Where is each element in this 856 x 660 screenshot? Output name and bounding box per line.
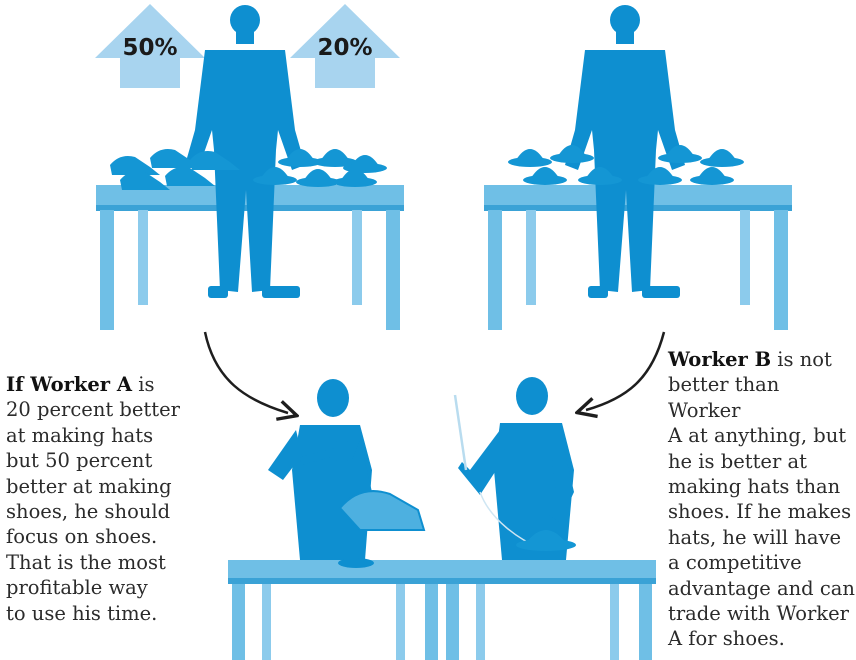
worker-a-figure bbox=[185, 5, 305, 298]
hat-icon bbox=[516, 530, 576, 551]
caption-line: A at anything, but bbox=[668, 424, 847, 448]
worker-a-figure bbox=[268, 379, 395, 560]
worktable-bottom-left bbox=[228, 560, 442, 660]
right-arrow-label: 20% bbox=[317, 35, 372, 61]
caption-line: shoes. If he makes bbox=[668, 500, 852, 524]
caption-line: 20 percent better bbox=[6, 398, 180, 422]
caption-line: better at making bbox=[6, 474, 172, 498]
hat-icon bbox=[253, 149, 387, 187]
worker-a-caption-bold: If Worker A bbox=[6, 373, 132, 396]
curved-arrow-icon bbox=[203, 331, 288, 413]
up-arrow-icon: 50% bbox=[95, 4, 205, 88]
caption-line: focus on shoes. bbox=[6, 525, 158, 549]
caption-line: hats, he will have bbox=[668, 525, 842, 549]
worker-b-figure bbox=[458, 377, 574, 560]
worktable-bottom-right bbox=[442, 560, 656, 660]
caption-line: shoes, he should bbox=[6, 500, 171, 524]
caption-line: is bbox=[138, 373, 155, 396]
up-arrow-icon: 20% bbox=[290, 4, 400, 88]
caption-line: trade with Worker bbox=[668, 602, 849, 626]
caption-line: profitable way bbox=[6, 576, 148, 600]
caption-line: at making hats bbox=[6, 423, 154, 447]
caption-line: but 50 percent bbox=[6, 449, 153, 473]
caption-line: advantage and can bbox=[668, 576, 855, 600]
caption-line: is not bbox=[777, 348, 832, 371]
shoe-icon bbox=[110, 149, 240, 190]
caption-line: to use his time. bbox=[6, 601, 158, 625]
caption-line: a competitive bbox=[668, 551, 802, 575]
curved-arrow-icon bbox=[586, 331, 666, 410]
caption-line: That is the most bbox=[6, 550, 166, 574]
hammer-icon bbox=[299, 440, 348, 466]
left-arrow-label: 50% bbox=[122, 35, 177, 61]
caption-line: making hats than bbox=[668, 475, 841, 499]
caption-line: A for shoes. bbox=[668, 627, 785, 651]
hat-icon bbox=[508, 145, 744, 185]
shoe-icon bbox=[338, 490, 426, 568]
caption-line: he is better at bbox=[668, 449, 807, 473]
worker-b-caption-bold: Worker B bbox=[668, 348, 772, 371]
worker-b-figure bbox=[565, 5, 685, 298]
caption-line: better than Worker bbox=[668, 373, 780, 422]
